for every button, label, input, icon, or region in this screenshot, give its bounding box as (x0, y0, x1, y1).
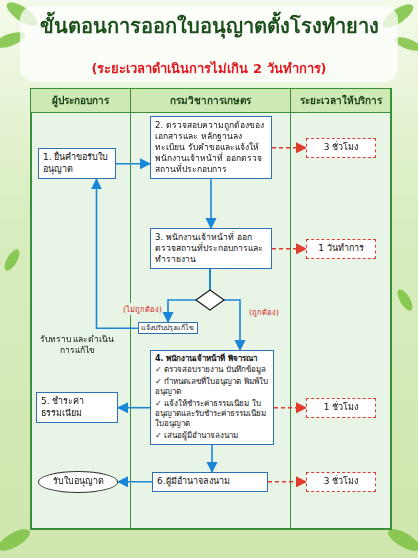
process-box: 6.ผู้มีอำนาจลงนาม (152, 472, 268, 492)
node-text: 3 ชั่วโมง (311, 476, 371, 488)
node-text: 1 ชั่วโมง (311, 402, 371, 414)
time-box: 1 ชั่วโมง (306, 398, 376, 418)
check-item: ✓ แจ้งให้ชำระค่าธรรมเนียม ใบอนุญาตและรับ… (155, 399, 269, 430)
check-item: ✓ เสนอผู้มีอำนาจลงนาม (155, 431, 269, 441)
header-divider (30, 112, 392, 113)
check-item: ✓ กำหนดเลขที่ใบอนุญาต พิมพ์ใบอนุญาต (155, 377, 269, 398)
time-arrow (272, 248, 306, 250)
time-box: 3 ชั่วโมง (306, 138, 376, 158)
time-arrow (274, 407, 306, 409)
column-header: ระยะเวลาให้บริการ (291, 89, 390, 112)
branch-label: (ไม่ถูกต้อง) (122, 303, 163, 315)
process-box: 3. พนักงานเจ้าหน้าที่ ออกตรวจสถานที่ประก… (150, 228, 272, 269)
subtitle: (ระยะเวลาดำเนินการไม่เกิน 2 วันทำการ) (24, 58, 394, 79)
node-text: 1. ยื่นคำขอรับใบอนุญาต (43, 152, 111, 175)
page-title: ขั้นตอนการออกใบอนุญาตตั้งโรงทำยาง (24, 14, 394, 38)
node-text: 3 ชั่วโมง (311, 142, 371, 154)
column-header: กรมวิชาการเกษตร (131, 89, 290, 112)
node-text: รับใบอนุญาต (45, 476, 111, 488)
flow-arrow (210, 269, 240, 350)
flow-arrow (118, 481, 152, 483)
node-text: แจ้งปรับปรุงแก้ไข (141, 324, 195, 332)
check-item: ✓ ตรวจสอบรายงาน บันทึกข้อมูล (155, 365, 269, 375)
end-oval: รับใบอนุญาต (38, 471, 118, 493)
flow-arrow (118, 407, 150, 409)
column-divider (290, 88, 291, 530)
column-header: ผู้ประกอบการ (31, 89, 130, 112)
time-arrow (272, 147, 306, 149)
flow-arrow (211, 445, 213, 472)
node-text: 4. พนักงานเจ้าหน้าที่ พิจารณา (155, 354, 269, 364)
process-box: 5. ชำระค่าธรรมเนียม (36, 392, 118, 423)
flow-arrow (210, 179, 212, 228)
flow-arrow (116, 163, 150, 165)
process-box: 1. ยื่นคำขอรับใบอนุญาต (38, 148, 116, 179)
process-box: 2. ตรวจสอบความถูกต้องของเอกสารและ หลักฐา… (150, 116, 272, 179)
time-box: 1 วันทำการ (306, 239, 376, 259)
note-text: รับทราบ และดำเนินการแก้ไข (36, 334, 118, 356)
node-text: 1 วันทำการ (311, 243, 371, 255)
node-text: 2. ตรวจสอบความถูกต้องของเอกสารและ หลักฐา… (155, 120, 267, 175)
node-text: 5. ชำระค่าธรรมเนียม (41, 396, 113, 419)
branch-label: (ถูกต้อง) (248, 306, 280, 318)
time-arrow (268, 481, 306, 483)
node-text: 6.ผู้มีอำนาจลงนาม (157, 476, 263, 488)
notice-box: แจ้งปรับปรุงแก้ไข (138, 322, 198, 334)
time-box: 3 ชั่วโมง (306, 472, 376, 492)
node-text: 3. พนักงานเจ้าหน้าที่ ออกตรวจสถานที่ประก… (155, 232, 267, 265)
process-box: 4. พนักงานเจ้าหน้าที่ พิจารณา✓ ตรวจสอบรา… (150, 350, 274, 445)
